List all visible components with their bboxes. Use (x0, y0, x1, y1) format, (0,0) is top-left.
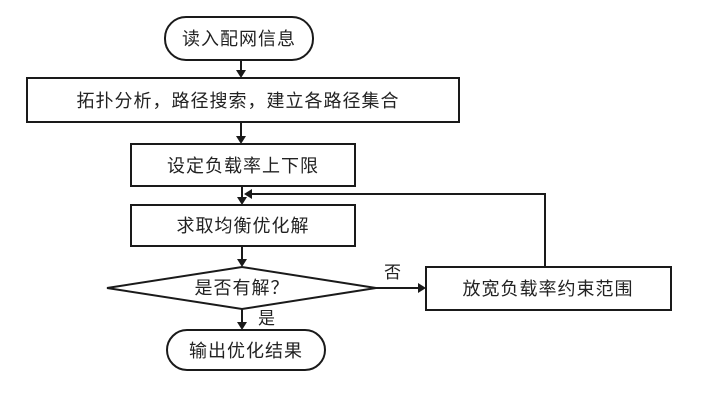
process-shape (130, 204, 356, 247)
node-label: 输出优化结果 (189, 341, 303, 362)
edge-topology-to-set-limits (236, 122, 246, 144)
edge-label-no: 否 (384, 263, 401, 283)
edge-start-to-topology (236, 60, 246, 78)
connector-line (251, 193, 546, 267)
node-label: 读入配网信息 (182, 29, 296, 50)
node-label: 求取均衡优化解 (177, 216, 310, 237)
process-shape (130, 143, 356, 187)
edge-set-limits-to-solve (237, 186, 247, 205)
edge-relax-loop (244, 189, 546, 267)
node-set-limits: 设定负载率上下限 (130, 143, 356, 187)
arrowhead-icon (418, 283, 426, 293)
arrowhead-icon (237, 259, 247, 267)
edge-solve-to-decision (237, 246, 247, 267)
edge-label-yes: 是 (258, 309, 275, 329)
node-relax: 放宽负载率约束范围 (425, 266, 672, 311)
node-label: 是否有解？ (195, 278, 290, 299)
node-solve: 求取均衡优化解 (130, 204, 356, 247)
terminal-shape (164, 16, 314, 61)
arrowhead-icon (236, 136, 246, 144)
node-start: 读入配网信息 (164, 16, 314, 61)
arrowhead-icon (237, 197, 247, 205)
node-label: 放宽负载率约束范围 (463, 279, 634, 300)
terminal-shape (166, 329, 326, 371)
node-topology: 拓扑分析，路径搜索，建立各路径集合 (26, 77, 460, 123)
edge-decision-no: 否 (376, 263, 426, 293)
decision-shape (106, 265, 377, 311)
arrowhead-icon (237, 322, 247, 330)
arrowhead-icon (244, 189, 252, 199)
edge-decision-yes: 是 (237, 309, 275, 330)
process-shape (425, 266, 672, 311)
process-shape (26, 77, 460, 123)
node-decision: 是否有解？ (106, 265, 377, 311)
node-label: 拓扑分析，路径搜索，建立各路径集合 (77, 91, 400, 112)
node-label: 设定负载率上下限 (167, 156, 319, 177)
arrowhead-icon (236, 70, 246, 78)
node-end: 输出优化结果 (166, 329, 326, 371)
